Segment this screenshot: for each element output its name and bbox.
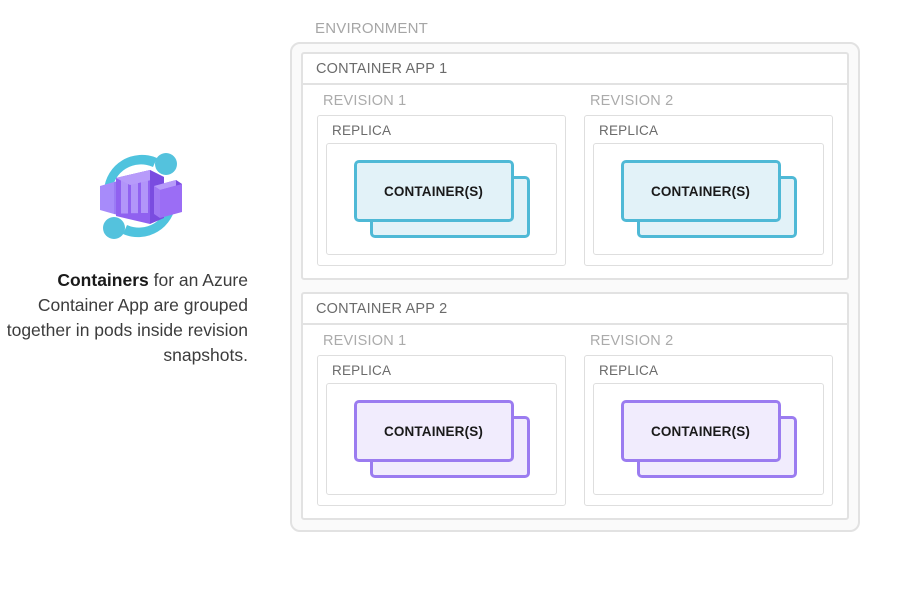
app2-revision-2-column: REVISION 2 REPLICA CONTAINER(S) xyxy=(584,325,833,506)
app1-rev1-container-stack: CONTAINER(S) xyxy=(353,160,530,238)
environment-box: CONTAINER APP 1 REVISION 1 REPLICA CONTA… xyxy=(290,42,860,532)
container-app-2-revisions: REVISION 1 REPLICA CONTAINER(S) xyxy=(303,323,847,506)
app2-rev1-container-label: CONTAINER(S) xyxy=(383,423,484,439)
app1-revision-1-column: REVISION 1 REPLICA CONTAINER(S) xyxy=(317,85,566,266)
app2-rev2-container-stack: CONTAINER(S) xyxy=(620,400,797,478)
app1-rev2-replica-label: REPLICA xyxy=(599,123,659,138)
app2-revision-2-label: REVISION 2 xyxy=(590,333,674,349)
environment-label: ENVIRONMENT xyxy=(315,20,429,37)
legend-panel: Containers for an Azure Container App ar… xyxy=(0,140,280,368)
container-app-1-label: CONTAINER APP 1 xyxy=(316,61,448,77)
app2-revision-1-box: REPLICA CONTAINER(S) xyxy=(317,355,566,506)
legend-caption: Containers for an Azure Container App ar… xyxy=(0,268,280,368)
app1-rev1-container-label: CONTAINER(S) xyxy=(383,183,484,199)
app2-rev1-replica-label: REPLICA xyxy=(332,363,392,378)
app1-rev2-container-label: CONTAINER(S) xyxy=(650,183,751,199)
app1-revision-2-box: REPLICA CONTAINER(S) xyxy=(584,115,833,266)
app1-revision-2-label: REVISION 2 xyxy=(590,93,674,109)
container-app-2-label: CONTAINER APP 2 xyxy=(316,301,448,317)
container-app-2-box: CONTAINER APP 2 REVISION 1 REPLICA CONTA… xyxy=(301,292,849,520)
architecture-diagram: ENVIRONMENT CONTAINER APP 1 REVISION 1 R… xyxy=(290,20,860,532)
legend-caption-rest: for an Azure Container App are grouped t… xyxy=(6,270,248,365)
app1-revision-1-box: REPLICA CONTAINER(S) xyxy=(317,115,566,266)
app2-rev1-replica-box: CONTAINER(S) xyxy=(326,383,557,495)
container-card-front: CONTAINER(S) xyxy=(620,160,781,222)
container-card-front: CONTAINER(S) xyxy=(353,400,514,462)
app2-rev2-replica-label: REPLICA xyxy=(599,363,659,378)
legend-caption-lead: Containers xyxy=(57,270,149,290)
app2-rev2-replica-box: CONTAINER(S) xyxy=(593,383,824,495)
container-card-front: CONTAINER(S) xyxy=(620,400,781,462)
app1-rev1-replica-label: REPLICA xyxy=(332,123,392,138)
app1-revision-2-column: REVISION 2 REPLICA CONTAINER(S) xyxy=(584,85,833,266)
app2-revision-1-column: REVISION 1 REPLICA CONTAINER(S) xyxy=(317,325,566,506)
app1-rev2-container-stack: CONTAINER(S) xyxy=(620,160,797,238)
container-app-1-revisions: REVISION 1 REPLICA CONTAINER(S) xyxy=(303,83,847,266)
app1-rev2-replica-box: CONTAINER(S) xyxy=(593,143,824,255)
app2-revision-1-label: REVISION 1 xyxy=(323,333,407,349)
app2-rev2-container-label: CONTAINER(S) xyxy=(650,423,751,439)
legend-icon-container xyxy=(0,140,280,252)
app1-revision-1-label: REVISION 1 xyxy=(323,93,407,109)
container-card-front: CONTAINER(S) xyxy=(353,160,514,222)
container-app-1-box: CONTAINER APP 1 REVISION 1 REPLICA CONTA… xyxy=(301,52,849,280)
app1-rev1-replica-box: CONTAINER(S) xyxy=(326,143,557,255)
azure-container-apps-icon xyxy=(100,153,182,239)
app2-rev1-container-stack: CONTAINER(S) xyxy=(353,400,530,478)
app2-revision-2-box: REPLICA CONTAINER(S) xyxy=(584,355,833,506)
